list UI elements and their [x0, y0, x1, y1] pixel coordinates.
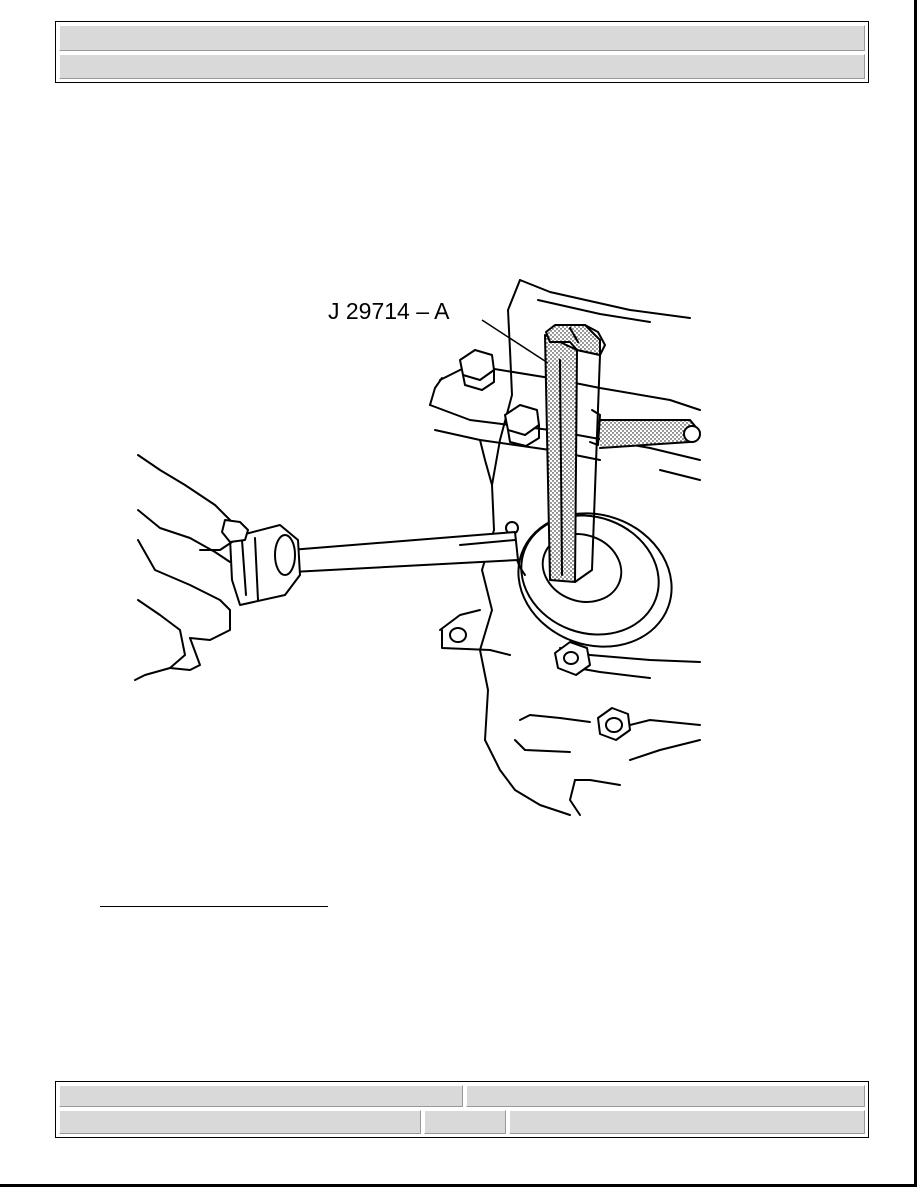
- footer-cell-bottom-left: [59, 1110, 421, 1134]
- header-subtitle-bar: [59, 54, 865, 79]
- footer-cell-top-left: [59, 1085, 463, 1107]
- illustration-svg: J 29714 – A: [134, 279, 701, 816]
- tool-label: J 29714 – A: [328, 298, 450, 324]
- screwdriver-handle: [229, 524, 301, 606]
- footer-cell-bottom-middle: [424, 1110, 506, 1134]
- footer-cell-top-right: [466, 1085, 865, 1107]
- bolt-icon: [459, 349, 495, 381]
- page-footer: [55, 1081, 869, 1138]
- bolt-icon-2: [504, 404, 540, 436]
- label-leader-line: [481, 319, 549, 364]
- link-underline: [100, 906, 328, 907]
- page-header: [55, 21, 869, 83]
- service-illustration: J 29714 – A: [130, 270, 710, 825]
- header-title-bar: [59, 25, 865, 51]
- footer-cell-bottom-right: [509, 1110, 865, 1134]
